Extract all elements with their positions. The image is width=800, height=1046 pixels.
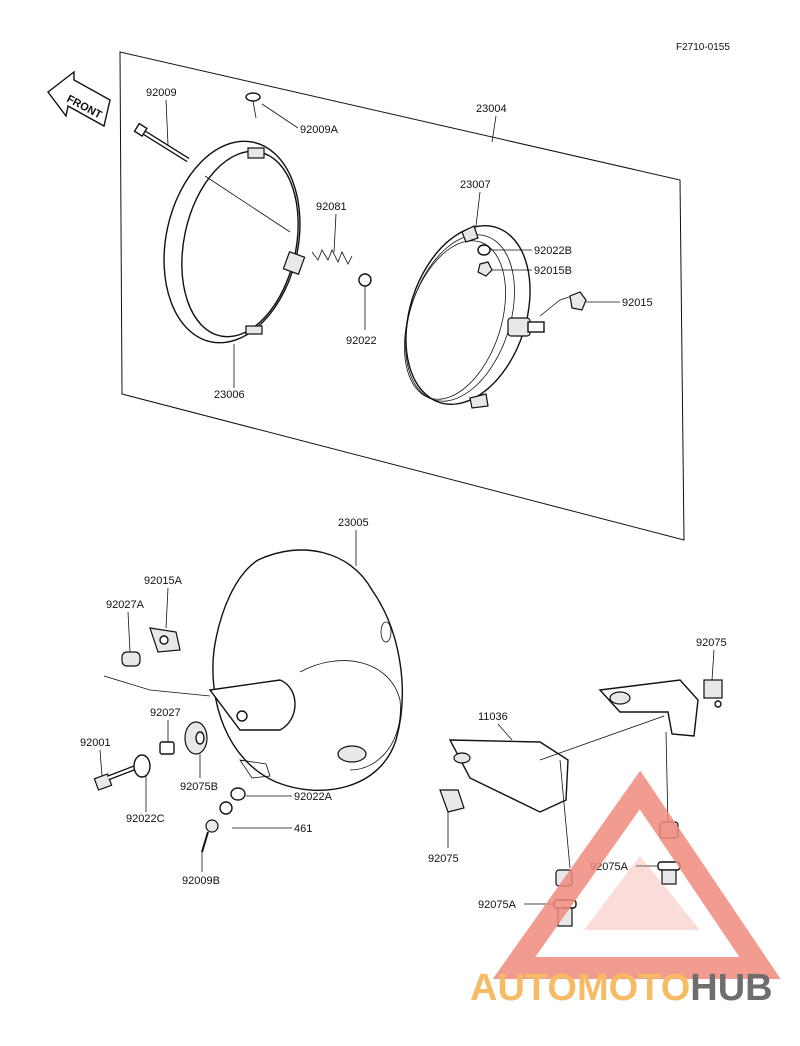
watermark-text-part2: HUB [690, 967, 772, 1009]
clip-92075-right [703, 679, 723, 708]
label-92081: 92081 [316, 201, 347, 213]
label-92022B: 92022B [534, 245, 572, 257]
label-92022: 92022 [346, 335, 377, 347]
washer-92022A [230, 787, 246, 801]
label-92075-bottom: 92075 [428, 853, 459, 865]
label-23006: 23006 [214, 389, 245, 401]
sub-assembly-panel [119, 51, 685, 541]
grommet-92027A [121, 651, 141, 667]
automotohub-watermark: AUTOMOTOHUB [470, 770, 781, 1009]
watermark-triangle-icon [492, 770, 781, 979]
collar-92027 [159, 741, 175, 755]
screw-92009A [245, 92, 261, 119]
label-92022C: 92022C [126, 813, 165, 825]
label-23005: 23005 [338, 517, 369, 529]
headlight-housing-23005 [208, 549, 403, 792]
screw-92009B [201, 819, 219, 853]
bolt-92001 [93, 765, 135, 791]
label-92015B: 92015B [534, 265, 572, 277]
washer-92022 [358, 273, 372, 287]
label-92009: 92009 [146, 87, 177, 99]
washer-92022C [133, 754, 151, 778]
label-92027: 92027 [150, 707, 181, 719]
label-92027A: 92027A [106, 599, 145, 611]
label-92015A: 92015A [144, 575, 183, 587]
label-23004: 23004 [476, 103, 507, 115]
label-92075B: 92075B [180, 781, 218, 793]
sealed-beam-unit-23007 [404, 224, 573, 409]
label-23007: 23007 [460, 179, 491, 191]
label-92001: 92001 [80, 737, 111, 749]
label-92075-top: 92075 [696, 637, 727, 649]
label-92022A: 92022A [294, 791, 333, 803]
part-461 [219, 801, 233, 815]
reference-code: F2710-0155 [676, 42, 730, 53]
front-arrow-icon: FRONT [47, 70, 111, 128]
nut-92015 [569, 291, 587, 311]
label-11036: 11036 [478, 711, 508, 723]
bolt-92009 [133, 122, 190, 163]
label-92015: 92015 [622, 297, 653, 309]
bracket-11036 [448, 679, 699, 869]
headlight-rim-23006 [163, 140, 306, 344]
label-92009B: 92009B [182, 875, 220, 887]
clip-nut-92015A [149, 627, 181, 653]
label-92075A-left: 92075A [478, 899, 517, 911]
spring-92081 [311, 249, 353, 265]
watermark-text: AUTOMOTOHUB [470, 967, 773, 1009]
nut-92015B [477, 261, 493, 277]
clip-92075-left [439, 789, 465, 813]
grommet-92075B [184, 721, 208, 755]
washer-92022B [477, 244, 491, 256]
label-92009A: 92009A [300, 124, 339, 136]
watermark-text-part1: AUTOMOTO [470, 967, 690, 1009]
label-461: 461 [294, 823, 312, 835]
